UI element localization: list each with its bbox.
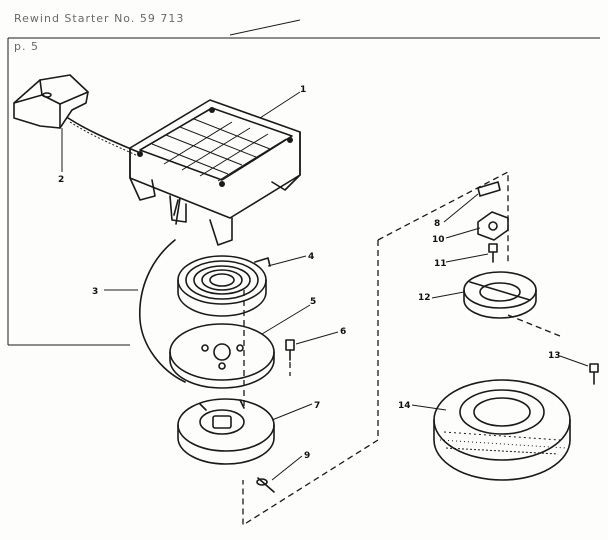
leader-lines — [61, 91, 589, 481]
callout-3: 3 — [92, 287, 98, 297]
screw-11 — [488, 243, 498, 263]
frame-slant-line — [229, 19, 301, 36]
rope-pulley — [177, 398, 275, 465]
header-title: Rewind Starter No. 59 713 — [14, 12, 184, 25]
screw-6 — [285, 339, 295, 361]
starter-housing — [129, 99, 301, 246]
retainer — [477, 211, 509, 241]
callout-13: 13 — [548, 351, 561, 361]
rope-from-handle — [67, 117, 139, 153]
callout-14: 14 — [398, 401, 411, 411]
callout-8: 8 — [434, 219, 440, 229]
callout-6: 6 — [340, 327, 346, 337]
callout-1: 1 — [300, 85, 306, 95]
flywheel-screen — [433, 379, 571, 481]
header-note: p. 5 — [14, 40, 39, 53]
rope-coil — [139, 239, 186, 383]
pawl — [477, 181, 501, 197]
rope-stub — [175, 197, 181, 225]
callout-4: 4 — [308, 252, 314, 262]
screw-9 — [256, 477, 275, 493]
callout-11: 11 — [434, 259, 447, 269]
callout-10: 10 — [432, 235, 445, 245]
starter-handle — [13, 74, 89, 129]
starter-cup — [463, 271, 537, 319]
screw-13 — [589, 363, 599, 385]
callout-2: 2 — [58, 175, 64, 185]
recoil-spring — [177, 255, 271, 317]
assembly-bracket-right — [507, 314, 561, 337]
spring-cover-plate — [169, 323, 275, 389]
assembly-bracket-left — [242, 240, 379, 527]
callout-9: 9 — [304, 451, 310, 461]
callout-7: 7 — [314, 401, 320, 411]
callout-12: 12 — [418, 293, 431, 303]
callout-5: 5 — [310, 297, 316, 307]
